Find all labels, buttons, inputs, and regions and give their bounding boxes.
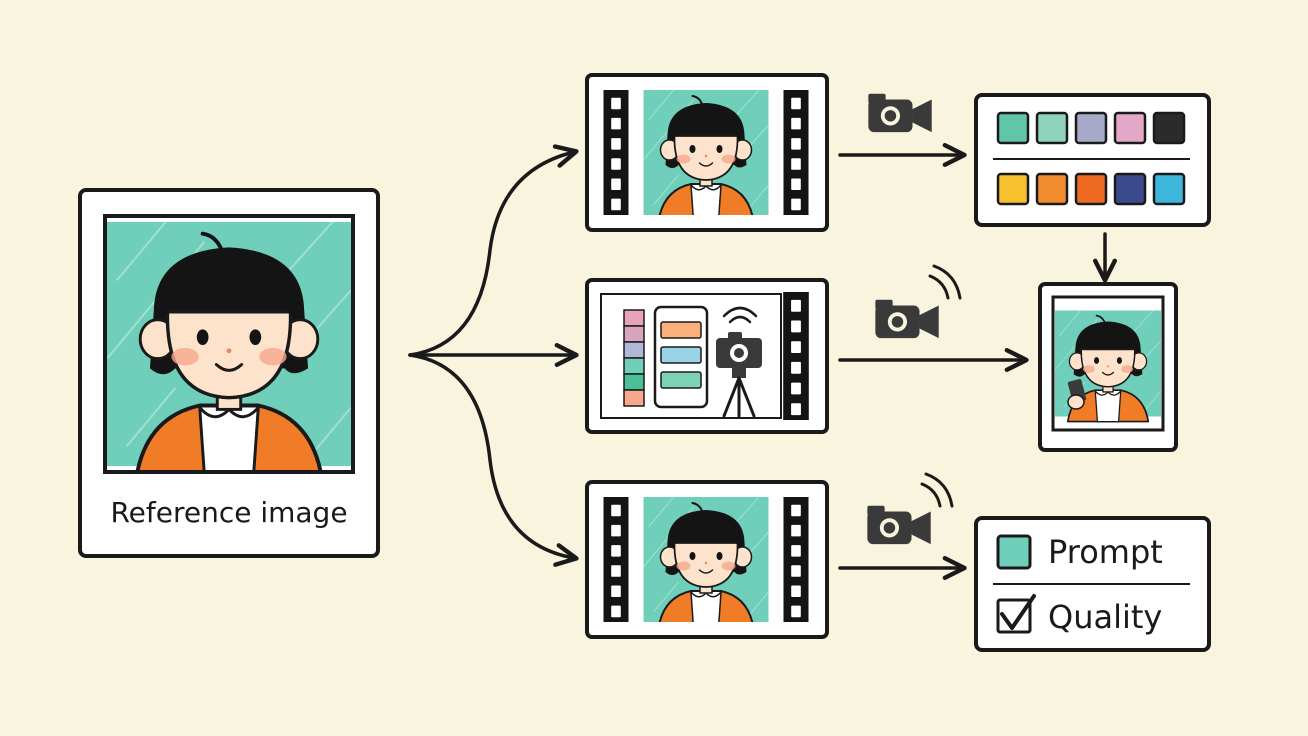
film-strip-icon	[603, 497, 629, 622]
reference-caption: Reference image	[110, 496, 347, 529]
swatch-row-1	[996, 111, 1186, 145]
prompt-swatch	[996, 534, 1032, 570]
film-strip-icon	[603, 90, 629, 215]
tripod-camera-icon	[716, 306, 762, 418]
color-swatch	[1152, 111, 1186, 145]
film-strip-icon	[783, 90, 809, 215]
quality-label: Quality	[1048, 598, 1162, 636]
color-swatch	[996, 111, 1030, 145]
phone-mockup-icon	[653, 305, 709, 409]
video-camera-icon	[868, 93, 932, 133]
color-swatch	[1113, 111, 1147, 145]
color-swatch	[1074, 172, 1108, 206]
video-camera-icon	[875, 299, 939, 339]
result-image-card	[1038, 282, 1178, 452]
color-swatch	[1035, 172, 1069, 206]
prompt-label: Prompt	[1048, 533, 1163, 571]
output-arrows	[838, 142, 1118, 581]
phone-in-hand-icon	[1067, 379, 1087, 410]
film-strip-icon	[783, 497, 809, 622]
film-strip-icon	[783, 292, 809, 420]
color-swatch	[1035, 111, 1069, 145]
film-frame-top	[585, 73, 829, 232]
checkbox-checked-icon	[996, 598, 1032, 634]
reference-image-card: Reference image	[78, 188, 380, 558]
color-swatch	[1074, 111, 1108, 145]
palette-column	[623, 309, 645, 407]
frame-portrait	[642, 90, 770, 215]
arrow-to-bottom-frame	[408, 353, 579, 567]
film-frame-middle	[585, 278, 829, 434]
swatch-row-2	[996, 172, 1186, 206]
branch-arrows	[408, 144, 579, 567]
color-swatch	[1113, 172, 1147, 206]
reference-portrait	[107, 212, 351, 477]
color-palette-card	[974, 93, 1211, 227]
film-frame-bottom	[585, 480, 829, 639]
video-camera-broadcast-middle	[875, 264, 962, 339]
frame-portrait	[642, 497, 770, 622]
color-swatch	[1152, 172, 1186, 206]
arrow-to-top-frame	[408, 144, 579, 357]
prompt-quality-card: Prompt Quality	[974, 516, 1211, 652]
color-swatch	[996, 172, 1030, 206]
video-camera-broadcast-bottom	[867, 472, 954, 545]
video-camera-icon	[867, 505, 931, 545]
